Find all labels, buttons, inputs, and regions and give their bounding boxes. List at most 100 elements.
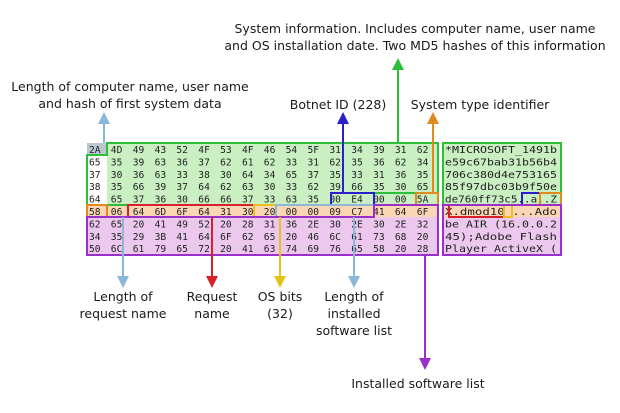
hex-byte: 72 bbox=[198, 244, 210, 255]
hex-byte: 28 bbox=[242, 219, 254, 230]
system-info-label: System information. Includes computer na… bbox=[224, 20, 605, 54]
hex-byte: 37 bbox=[176, 182, 188, 193]
hex-byte: 35 bbox=[111, 232, 123, 243]
hex-byte: 64 bbox=[395, 207, 407, 218]
hex-byte: 39 bbox=[329, 182, 341, 193]
hex-byte: 2E bbox=[308, 219, 320, 230]
hex-byte: 38 bbox=[89, 182, 101, 193]
hex-byte: 66 bbox=[351, 182, 363, 193]
hex-byte: 36 bbox=[373, 157, 385, 168]
hex-byte: 62 bbox=[264, 157, 276, 168]
hex-byte: 32 bbox=[417, 219, 429, 230]
hex-byte: 31 bbox=[308, 157, 320, 168]
hex-byte: 37 bbox=[133, 195, 145, 206]
length-software-line-3: software list bbox=[315, 323, 393, 338]
hex-byte: 00 bbox=[395, 195, 407, 206]
hex-byte: 33 bbox=[286, 182, 298, 193]
hex-byte: 6F bbox=[176, 207, 188, 218]
hex-byte: 30 bbox=[242, 207, 254, 218]
hex-byte: 5F bbox=[308, 145, 320, 156]
os-bits-line-2: (32) bbox=[267, 306, 293, 321]
hex-byte: 69 bbox=[308, 244, 320, 255]
hex-byte: 39 bbox=[155, 182, 167, 193]
hex-byte: 35 bbox=[308, 195, 320, 206]
length-computer-line-2: and hash of first system data bbox=[38, 96, 222, 111]
hex-byte: 30 bbox=[395, 182, 407, 193]
hex-byte: 62 bbox=[220, 182, 232, 193]
ascii-row: *MICROSOFT_1491b bbox=[445, 145, 557, 156]
hex-byte: 63 bbox=[264, 244, 276, 255]
hex-byte: 30 bbox=[220, 170, 232, 181]
hex-byte: 63 bbox=[286, 195, 298, 206]
hex-byte: 64 bbox=[89, 195, 101, 206]
hex-byte: 61 bbox=[351, 232, 363, 243]
hex-byte: 6D bbox=[155, 207, 167, 218]
hex-byte: 68 bbox=[395, 232, 407, 243]
hex-byte: 31 bbox=[220, 207, 232, 218]
length-software-line-2: installed bbox=[327, 306, 381, 321]
hex-byte: 34 bbox=[264, 170, 276, 181]
ascii-row5-fill bbox=[443, 205, 561, 217]
ascii-row: 45);Adobe Flash bbox=[445, 232, 557, 243]
hex-byte: 31 bbox=[264, 219, 276, 230]
hex-byte: 06 bbox=[111, 207, 123, 218]
hex-byte: 20 bbox=[395, 244, 407, 255]
hex-byte: 63 bbox=[155, 170, 167, 181]
hex-byte: E4 bbox=[351, 195, 363, 206]
hex-byte: 2A bbox=[89, 145, 101, 156]
ascii-row: X.dmod10 ...Ado bbox=[445, 207, 557, 218]
hex-byte: 50 bbox=[89, 244, 101, 255]
ascii-row: 85f97dbc03b9f50e bbox=[445, 182, 557, 193]
hex-byte: 34 bbox=[89, 232, 101, 243]
length-request-line-2: request name bbox=[79, 306, 167, 321]
hex-byte: 20 bbox=[286, 232, 298, 243]
hex-byte: 58 bbox=[89, 207, 101, 218]
hex-byte: 65 bbox=[89, 157, 101, 168]
length-software-label: Length of installed software list bbox=[316, 288, 392, 339]
system-type-label: System type identifier bbox=[410, 97, 550, 112]
hex-byte: 20 bbox=[133, 219, 145, 230]
hex-byte: 61 bbox=[133, 244, 145, 255]
hex-byte: 38 bbox=[198, 170, 210, 181]
length-computer-label: Length of computer name, user name and h… bbox=[11, 78, 248, 112]
hex-byte: 6F bbox=[220, 232, 232, 243]
length-request-label: Length of request name bbox=[80, 288, 167, 322]
hex-byte: 58 bbox=[373, 244, 385, 255]
hex-byte: 2E bbox=[395, 219, 407, 230]
hex-byte: 35 bbox=[373, 182, 385, 193]
length-computer-line-1: Length of computer name, user name bbox=[11, 79, 249, 94]
installed-software-label: Installed software list bbox=[351, 376, 485, 391]
hex-byte: 64 bbox=[198, 207, 210, 218]
hex-byte: 52 bbox=[198, 219, 210, 230]
hex-byte: 00 bbox=[308, 207, 320, 218]
hex-byte: 62 bbox=[329, 157, 341, 168]
hex-byte: 37 bbox=[89, 170, 101, 181]
hex-byte: 64 bbox=[198, 182, 210, 193]
hex-byte: 3B bbox=[155, 232, 167, 243]
hex-byte: 65 bbox=[417, 182, 429, 193]
hex-byte: 34 bbox=[351, 145, 363, 156]
hex-byte: 31 bbox=[395, 145, 407, 156]
hex-byte: 62 bbox=[417, 145, 429, 156]
hex-byte: 35 bbox=[351, 157, 363, 168]
hex-byte: 20 bbox=[264, 207, 276, 218]
os-bits-line-1: OS bits bbox=[257, 289, 303, 304]
hex-byte: 49 bbox=[133, 145, 145, 156]
length-request-line-1: Length of bbox=[93, 289, 153, 304]
hex-byte: 30 bbox=[111, 170, 123, 181]
hex-byte: 46 bbox=[308, 232, 320, 243]
hex-byte: 36 bbox=[286, 219, 298, 230]
hex-byte: 33 bbox=[351, 170, 363, 181]
hex-byte: 65 bbox=[176, 244, 188, 255]
hex-byte: 30 bbox=[329, 219, 341, 230]
request-name-line-2: name bbox=[194, 306, 230, 321]
hex-byte: 31 bbox=[373, 170, 385, 181]
hex-byte: 65 bbox=[286, 170, 298, 181]
hex-byte: 41 bbox=[176, 232, 188, 243]
hex-byte: 66 bbox=[133, 182, 145, 193]
hex-byte: 62 bbox=[242, 232, 254, 243]
hex-byte: 41 bbox=[155, 219, 167, 230]
pointer-arrows bbox=[98, 58, 439, 370]
hex-byte: 74 bbox=[286, 244, 298, 255]
